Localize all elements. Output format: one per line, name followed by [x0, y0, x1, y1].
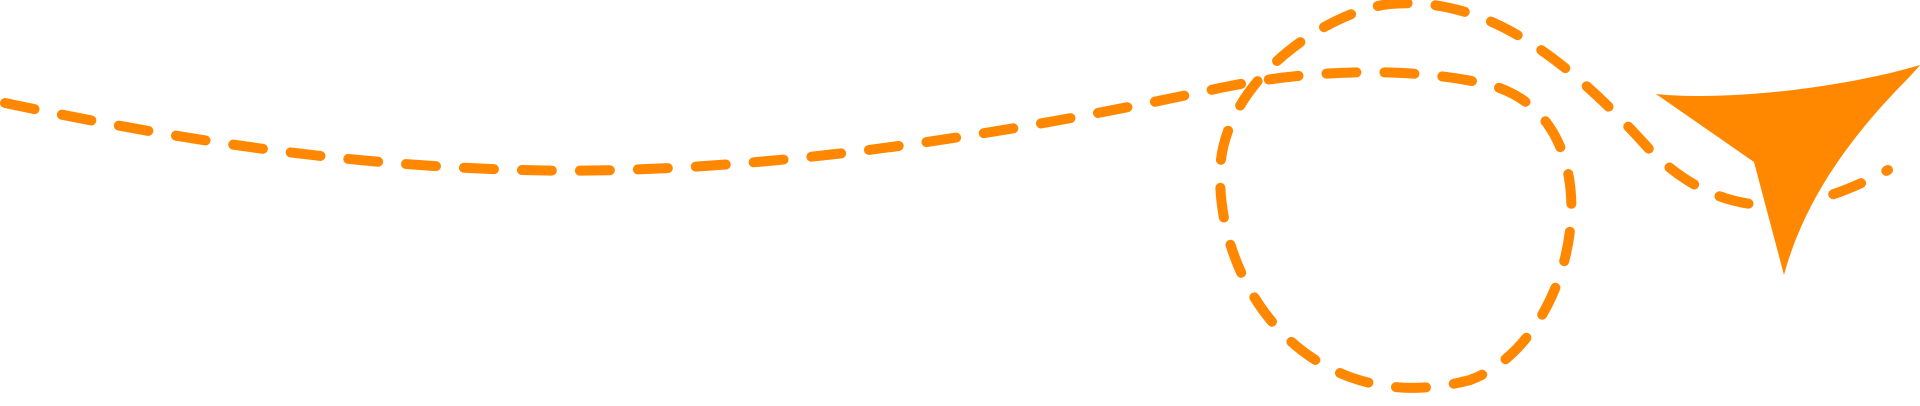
arrowhead-icon: [1656, 65, 1920, 275]
dashed-loop-path-icon: [0, 0, 1893, 393]
